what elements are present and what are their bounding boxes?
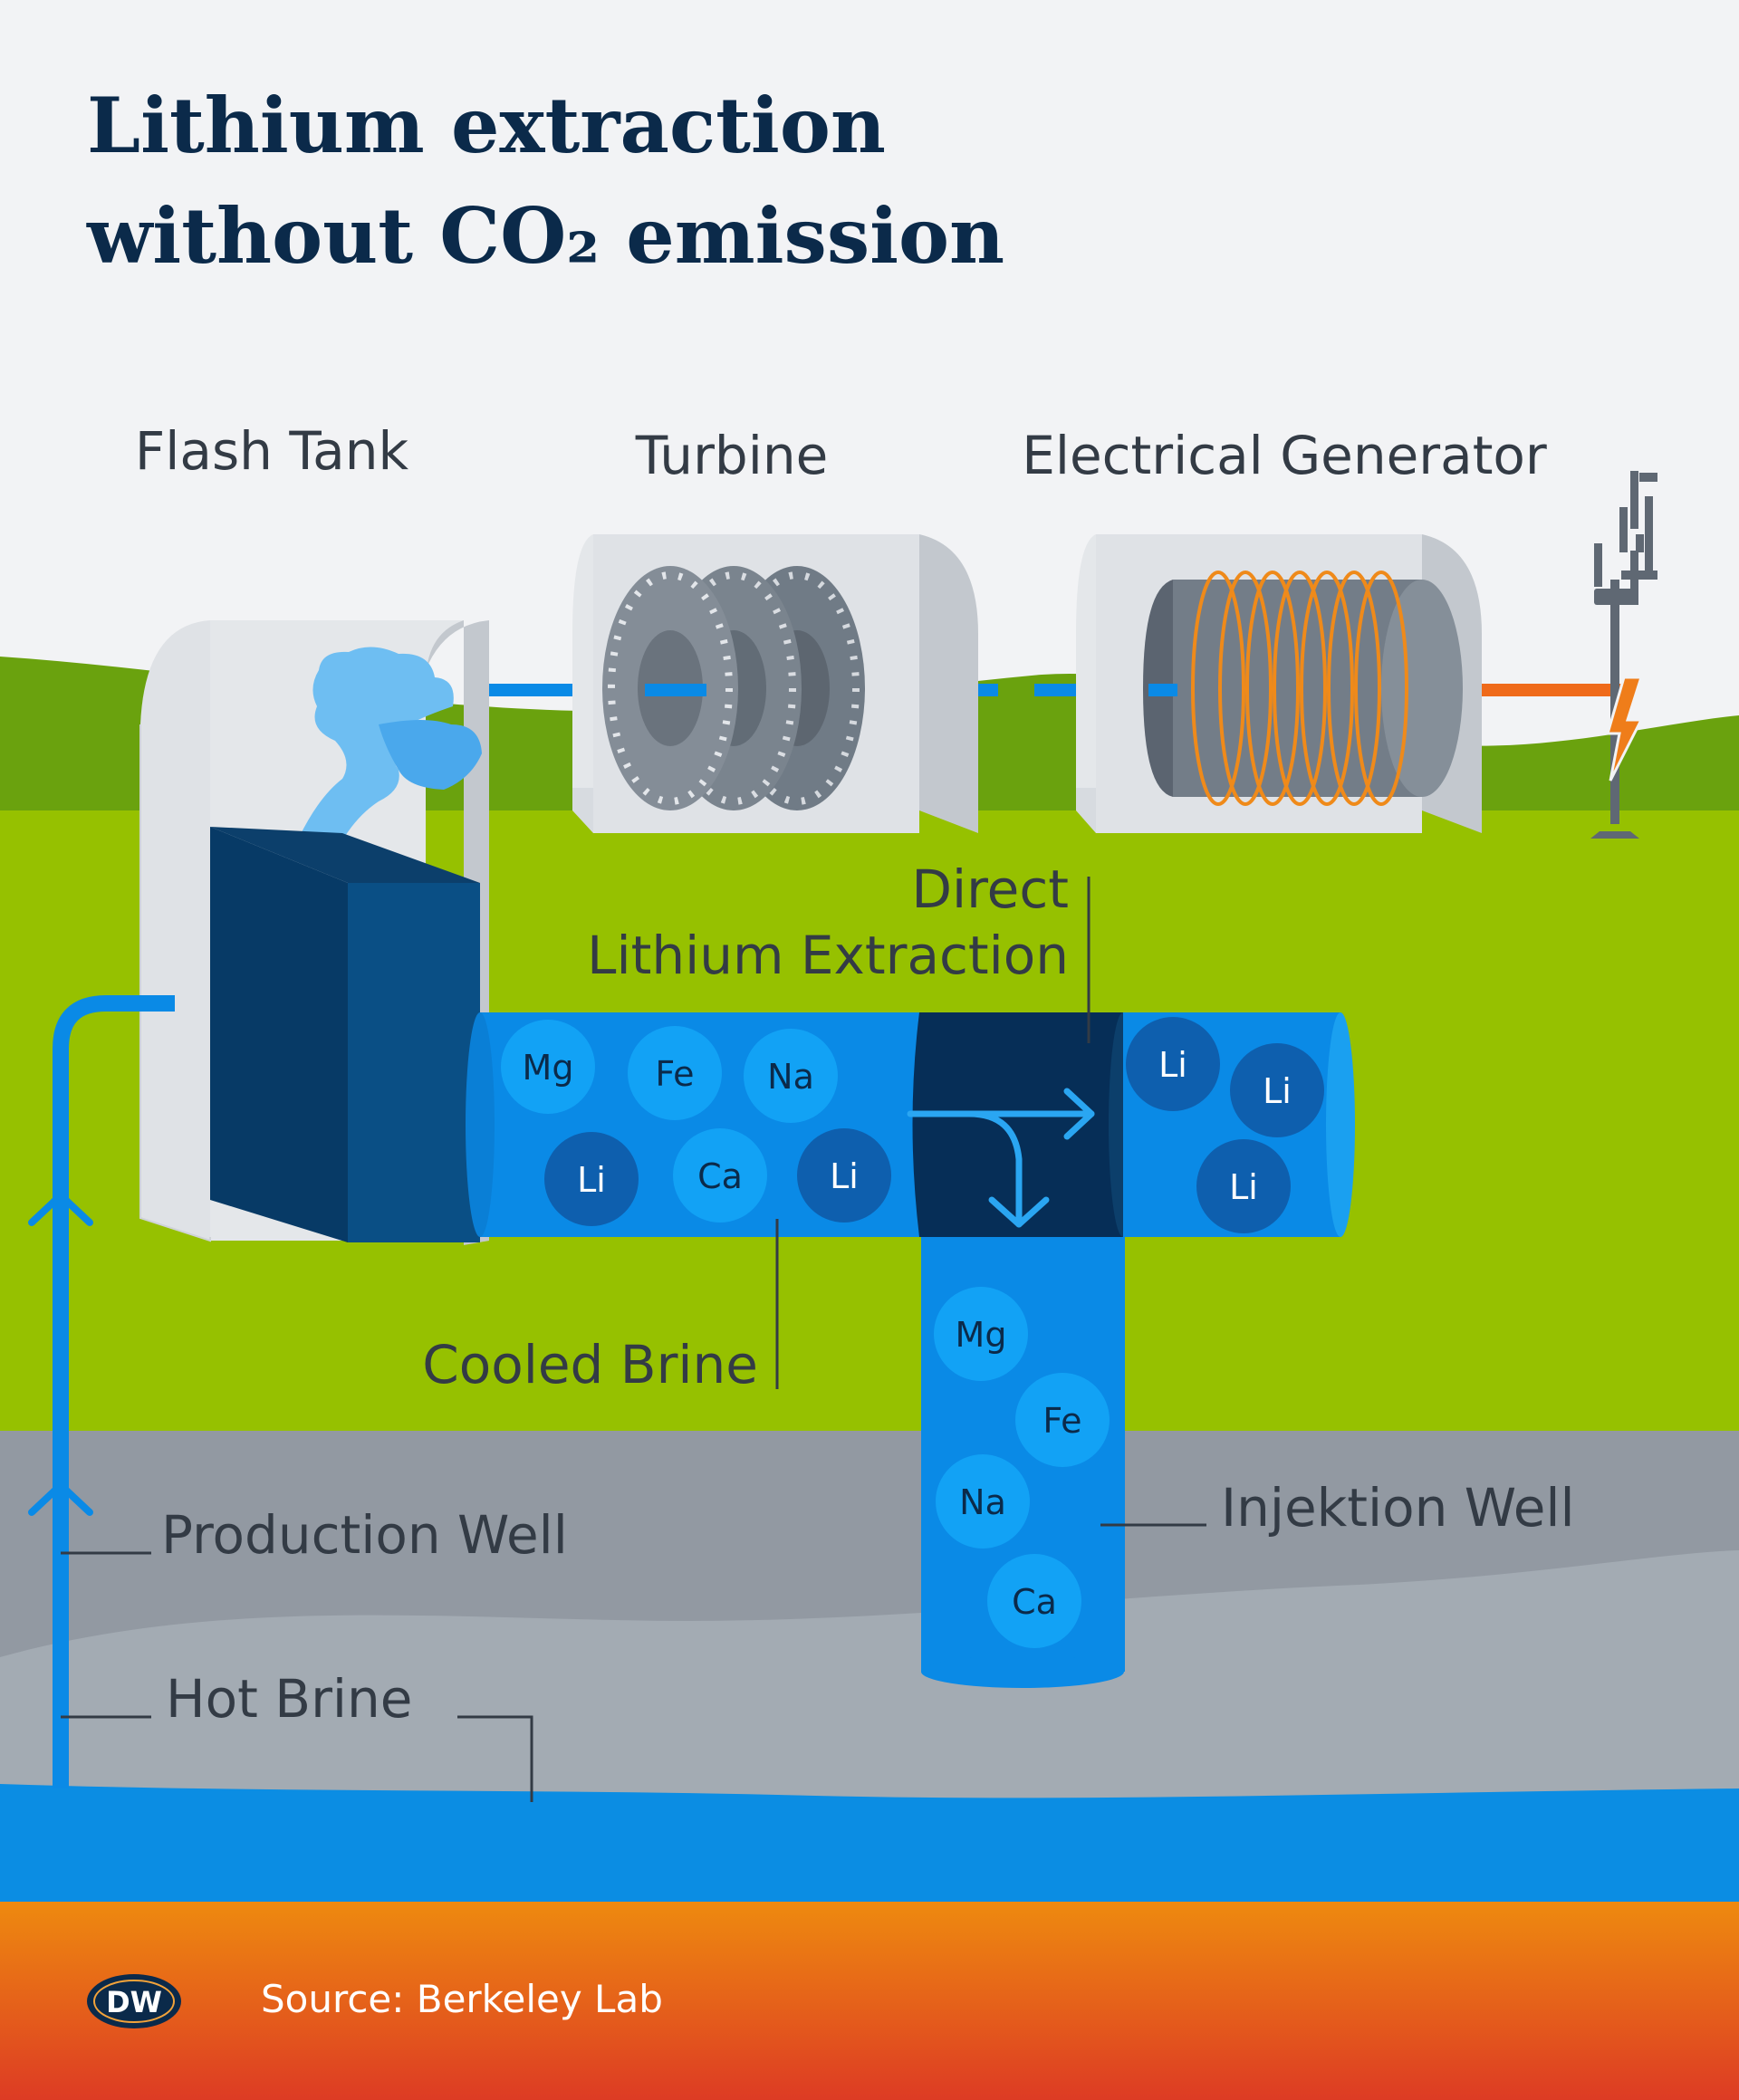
ion-li: Li [1196, 1139, 1291, 1233]
dw-logo: DW [87, 1974, 181, 2028]
flash-tank [136, 620, 489, 1245]
arrow-up-icon [28, 1190, 93, 1226]
production-well-pipe [53, 995, 136, 1788]
electrical-generator [1076, 534, 1482, 833]
ion-fe: Fe [628, 1026, 722, 1120]
ion-li: Li [1230, 1043, 1324, 1137]
injection-well-label: Injektion Well [1221, 1477, 1575, 1539]
ion-na: Na [744, 1029, 838, 1123]
ion-label: Fe [655, 1054, 694, 1094]
ion-li: Li [544, 1132, 639, 1226]
ion-li: Li [797, 1128, 891, 1223]
flash-tank-label: Flash Tank [135, 420, 409, 482]
power-pylon-icon [1590, 471, 1657, 839]
ion-label: Ca [697, 1156, 743, 1196]
ion-label: Fe [1042, 1401, 1081, 1441]
generator-label: Electrical Generator [1022, 425, 1547, 486]
ion-fe: Fe [1015, 1373, 1110, 1467]
dle-unit [912, 1012, 1138, 1237]
turbine-label: Turbine [635, 425, 829, 486]
ion-label: Li [577, 1160, 606, 1200]
title-line-2: without CO₂ emission [86, 191, 1004, 281]
ion-na: Na [936, 1454, 1030, 1549]
hot-brine-layer [0, 1784, 1739, 1906]
hot-brine-label: Hot Brine [166, 1668, 412, 1730]
ion-label: Mg [956, 1315, 1007, 1355]
production-well-label: Production Well [161, 1504, 568, 1566]
title-line-1: Lithium extraction [87, 81, 886, 170]
ion-label: Na [767, 1057, 814, 1097]
logo-text: DW [106, 1985, 162, 2019]
ion-label: Li [1263, 1071, 1292, 1111]
hot-brine-leader-line-right [457, 1715, 533, 1802]
rock-layer-light [0, 1550, 1739, 1820]
ion-ca: Ca [987, 1554, 1081, 1648]
lightning-bolt-icon [1606, 676, 1644, 782]
turbine [572, 534, 978, 833]
ion-mg: Mg [934, 1287, 1028, 1381]
ion-label: Li [1158, 1045, 1187, 1085]
ion-label: Mg [523, 1048, 574, 1088]
ion-mg: Mg [501, 1020, 595, 1114]
source-credit: Source: Berkeley Lab [261, 1977, 663, 2021]
ion-ca: Ca [673, 1128, 767, 1223]
ion-label: Li [1229, 1167, 1258, 1207]
flow-arrows [28, 1190, 93, 1516]
ion-li: Li [1126, 1017, 1220, 1111]
dle-arrows [907, 1088, 1095, 1228]
ion-label: Ca [1012, 1582, 1057, 1622]
arrow-down-icon [966, 1110, 1023, 1228]
heat-layer [0, 1902, 1739, 2100]
dle-label-line-1: Direct [911, 858, 1069, 920]
turbine-rotors [602, 566, 865, 810]
generator-coils [1191, 571, 1408, 806]
ion-label: Na [959, 1482, 1006, 1522]
arrow-up-icon [28, 1480, 93, 1516]
dle-label-line-2: Lithium Extraction [587, 925, 1069, 986]
cooled-brine-label: Cooled Brine [422, 1334, 758, 1395]
ion-label: Li [830, 1156, 859, 1196]
